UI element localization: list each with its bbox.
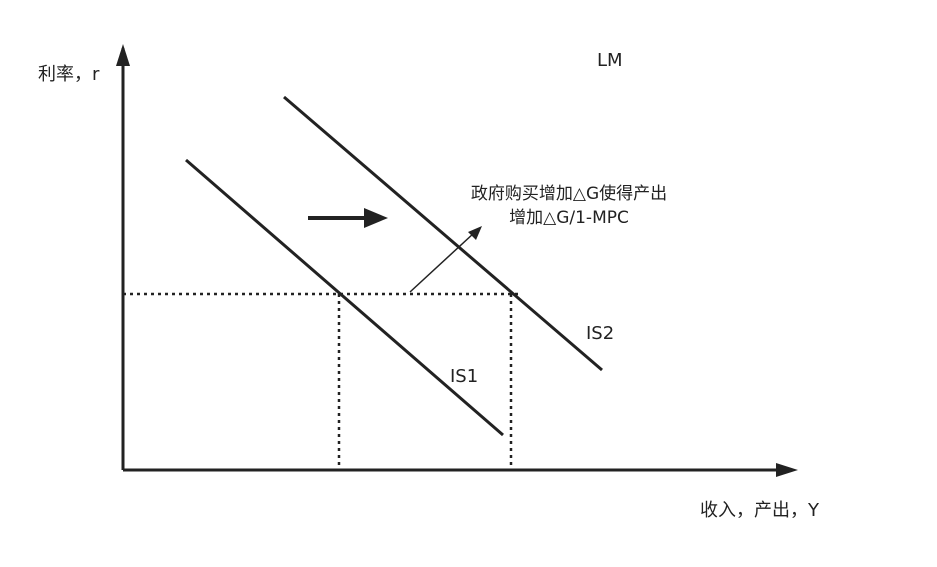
is2-label: IS2 (586, 323, 614, 344)
is1-label: IS1 (450, 366, 478, 387)
shift-arrow-head (364, 208, 388, 228)
annotation-pointer-arrow (409, 232, 475, 293)
annotation-line-2: 增加△G/1-MPC (509, 208, 629, 228)
x-axis-label: 收入，产出，Y (700, 500, 820, 521)
x-axis-arrowhead (776, 463, 798, 477)
lm-label: LM (597, 50, 623, 71)
annotation-line-1: 政府购买增加△G使得产出 (471, 183, 667, 204)
annotation-pointer-arrow-head (468, 226, 482, 240)
is1-curve (185, 158, 504, 437)
y-axis-arrowhead (116, 44, 130, 66)
is2-curve (283, 95, 603, 372)
y-axis-label: 利率，r (38, 64, 100, 85)
